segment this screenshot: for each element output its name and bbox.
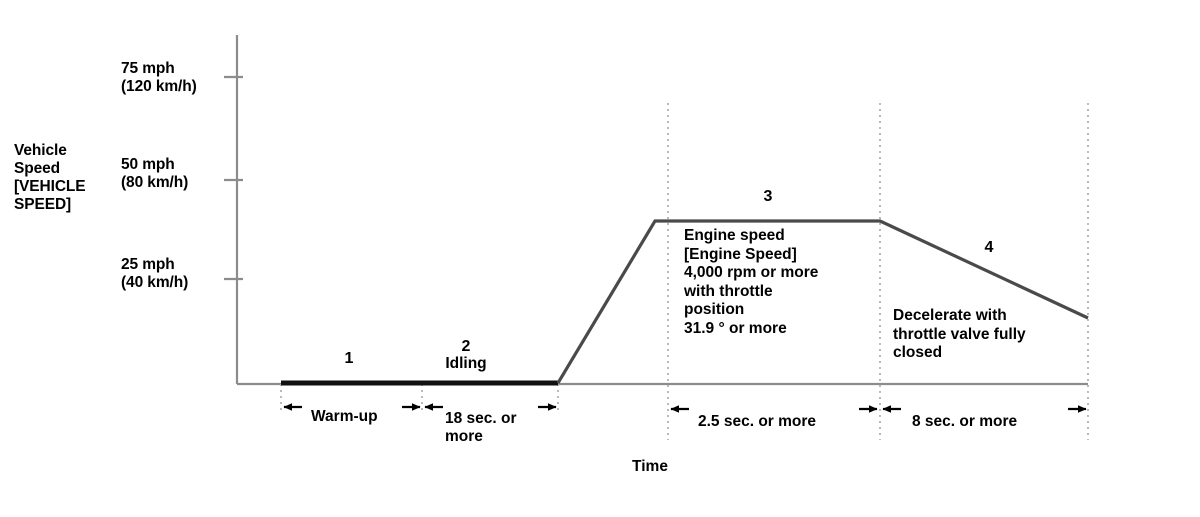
note-decelerate: Decelerate with throttle valve fully clo… [893, 307, 1026, 362]
duration-label-warm-up: Warm-up [311, 408, 378, 425]
note-engine-speed: Engine speed [Engine Speed] 4,000 rpm or… [684, 227, 819, 337]
duration-label-acceleration: 2.5 sec. or more [698, 413, 817, 430]
step-2-label-idling: Idling [445, 355, 487, 372]
guide-lines [667, 103, 1089, 440]
y-axis-title: Vehicle Speed [VEHICLE SPEED] [14, 142, 86, 214]
duration-arrows [283, 403, 1087, 413]
vehicle-speed-curve [281, 219, 1089, 386]
y-tick-marks [224, 75, 243, 281]
step-number-3: 3 [763, 188, 773, 205]
step-number-1: 1 [344, 350, 354, 367]
y-tick-label-75mph: 75 mph (120 km/h) [121, 60, 197, 96]
y-tick-label-50mph: 50 mph (80 km/h) [121, 156, 189, 192]
step-number-2: 2 [461, 338, 471, 355]
y-tick-label-25mph: 25 mph (40 km/h) [121, 256, 189, 292]
duration-label-idling: 18 sec. or more [445, 410, 517, 446]
duration-label-deceleration: 8 sec. or more [912, 413, 1018, 430]
step-number-4: 4 [984, 239, 994, 256]
x-axis-title: Time [632, 458, 668, 475]
guide-lines-short [280, 384, 559, 412]
